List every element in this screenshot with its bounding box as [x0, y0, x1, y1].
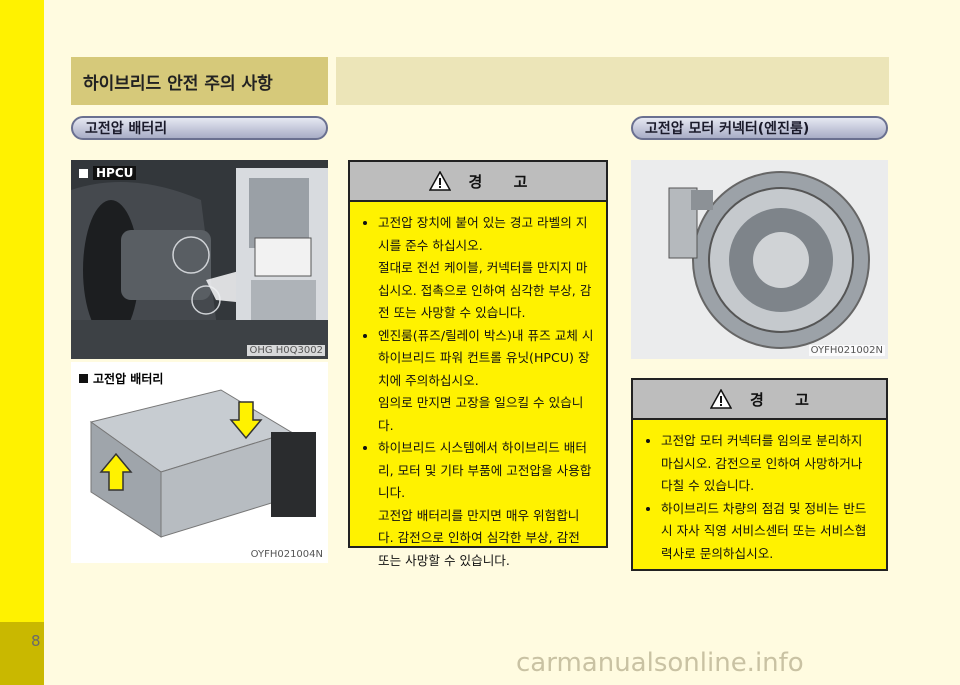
hpcu-tag-label: HPCU — [93, 166, 137, 180]
page-number: 8 — [31, 632, 41, 650]
battery-image: 고전압 배터리 OYFH021004N — [71, 362, 328, 563]
warning-header: 경 고 — [350, 162, 606, 202]
warning-title: 경 고 — [750, 390, 809, 409]
battery-tag-label: 고전압 배터리 — [93, 372, 164, 386]
warning-list: 고전압 모터 커넥터를 임의로 분리하지 마십시오. 감전으로 인하여 사망하거… — [633, 420, 886, 565]
warning-item: 엔진룸(퓨즈/릴레이 박스)내 퓨즈 교체 시 하이브리드 파워 컨트롤 유닛(… — [378, 325, 594, 393]
motor-illustration — [631, 160, 888, 359]
watermark: carmanualsonline.info — [516, 648, 804, 678]
square-bullet-icon — [79, 374, 88, 383]
section-title-motor-connector: 고전압 모터 커넥터(엔진룸) — [631, 116, 888, 140]
warning-triangle-icon — [428, 171, 451, 191]
page-sidebar — [0, 0, 44, 685]
warning-header: 경 고 — [633, 380, 886, 420]
warning-item: 고전압 장치에 붙어 있는 경고 라벨의 지시를 준수 하십시오. — [378, 212, 594, 257]
header-band — [336, 57, 889, 105]
page-sidebar-tab — [0, 622, 44, 685]
page-title: 하이브리드 안전 주의 사항 — [71, 57, 328, 105]
battery-tag: 고전압 배터리 — [79, 370, 163, 387]
battery-image-caption: OYFH021004N — [248, 549, 325, 560]
warning-item: 절대로 전선 케이블, 커넥터를 만지지 마십시오. 접촉으로 인하여 심각한 … — [378, 260, 592, 320]
warning-item: 고전압 모터 커넥터를 임의로 분리하지 마십시오. 감전으로 인하여 사망하거… — [661, 430, 874, 498]
warning-box-battery: 경 고 고전압 장치에 붙어 있는 경고 라벨의 지시를 준수 하십시오. 절대… — [348, 160, 608, 568]
motor-image: OYFH021002N — [631, 160, 888, 359]
warning-title: 경 고 — [468, 172, 528, 191]
engine-bay-illustration — [71, 160, 328, 359]
warning-item: 하이브리드 시스템에서 하이브리드 배터리, 모터 및 기타 부품에 고전압을 … — [378, 437, 594, 505]
warning-item: 하이브리드 차량의 점검 및 정비는 반드시 자사 직영 서비스센터 또는 서비… — [661, 498, 874, 566]
section-title-battery: 고전압 배터리 — [71, 116, 328, 140]
hpcu-image: HPCU OHG H0Q3002 — [71, 160, 328, 359]
warning-box-motor: 경 고 고전압 모터 커넥터를 임의로 분리하지 마십시오. 감전으로 인하여 … — [631, 378, 888, 571]
square-bullet-icon — [79, 168, 88, 178]
hpcu-tag: HPCU — [79, 166, 137, 180]
motor-image-caption: OYFH021002N — [808, 345, 885, 356]
hpcu-image-caption: OHG H0Q3002 — [247, 345, 325, 356]
warning-item: 고전압 배터리를 만지면 매우 위험합니다. 감전으로 인하여 심각한 부상, … — [378, 507, 580, 568]
warning-list: 고전압 장치에 붙어 있는 경고 라벨의 지시를 준수 하십시오. 절대로 전선… — [350, 202, 606, 572]
warning-item: 임의로 만지면 고장을 일으킬 수 있습니다. — [378, 395, 584, 433]
battery-illustration — [71, 362, 328, 563]
warning-triangle-icon — [710, 389, 733, 409]
